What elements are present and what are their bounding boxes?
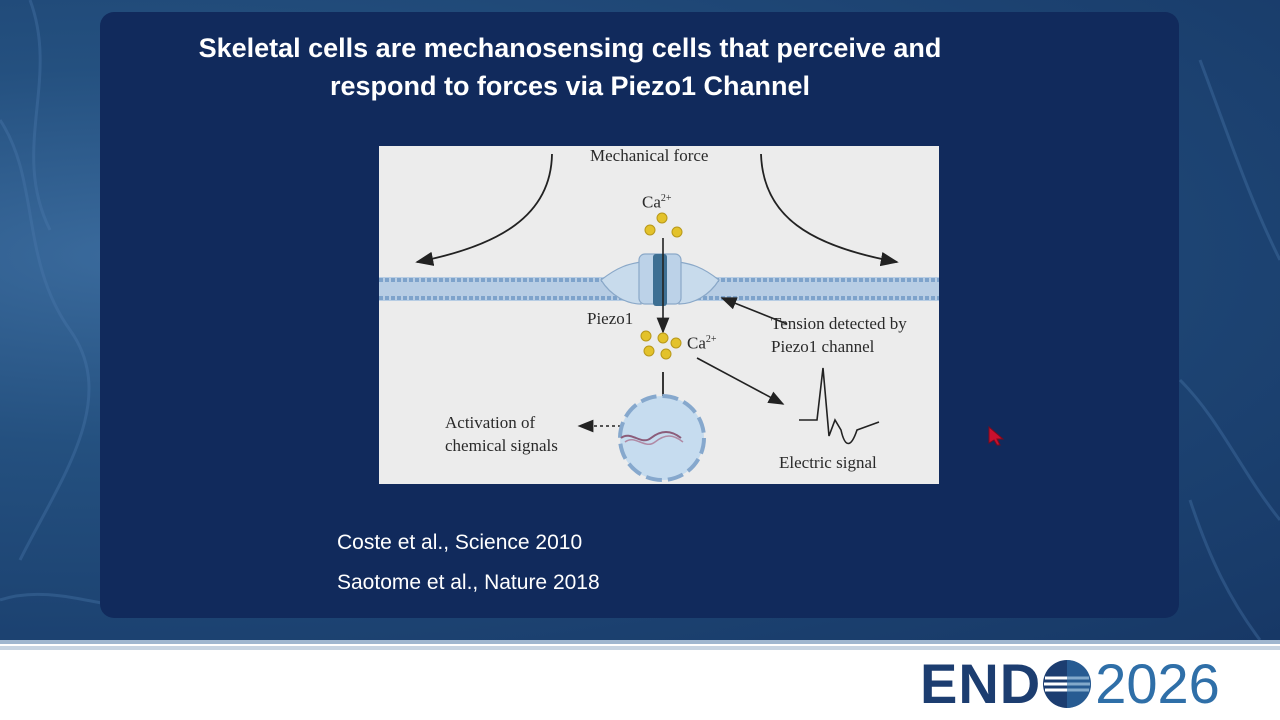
piezo1-channel — [600, 253, 720, 306]
globe-icon — [1043, 660, 1092, 708]
activation-label-line2: chemical signals — [445, 436, 558, 455]
reference-2: Saotome et al., Nature 2018 — [337, 571, 600, 594]
tension-label-line2: Piezo1 channel — [771, 337, 875, 356]
mouse-pointer-icon — [988, 426, 1005, 446]
nucleus — [618, 394, 706, 482]
piezo1-diagram: Mechanical force Ca2+ Piezo1 Ca2+ Tensio… — [379, 146, 939, 484]
mechanical-force-label: Mechanical force — [590, 146, 709, 165]
electric-signal-label: Electric signal — [779, 453, 877, 472]
footer-divider-light — [0, 646, 1280, 650]
calcium-ions-bottom — [640, 330, 682, 360]
reference-1: Coste et al., Science 2010 — [337, 531, 583, 554]
force-arrow-right — [760, 153, 899, 267]
piezo1-label: Piezo1 — [587, 309, 634, 328]
tension-label-line1: Tension detected by — [771, 314, 907, 333]
electric-signal-trace — [799, 367, 880, 445]
diagram-graphics — [379, 153, 939, 482]
activation-label-line1: Activation of — [445, 413, 536, 432]
slide-title: Skeletal cells are mechanosensing cells … — [198, 33, 942, 101]
calcium-bottom-label: Ca2+ — [687, 333, 717, 353]
force-arrow-left — [415, 153, 553, 266]
endo-2026-logo: END 2026 — [920, 655, 1220, 713]
calcium-ions-top — [644, 212, 683, 238]
footer-divider — [0, 640, 1280, 644]
logo-end-text: END — [920, 652, 1042, 715]
calcium-top-label: Ca2+ — [642, 192, 672, 212]
logo-year-text: 2026 — [1095, 652, 1220, 715]
